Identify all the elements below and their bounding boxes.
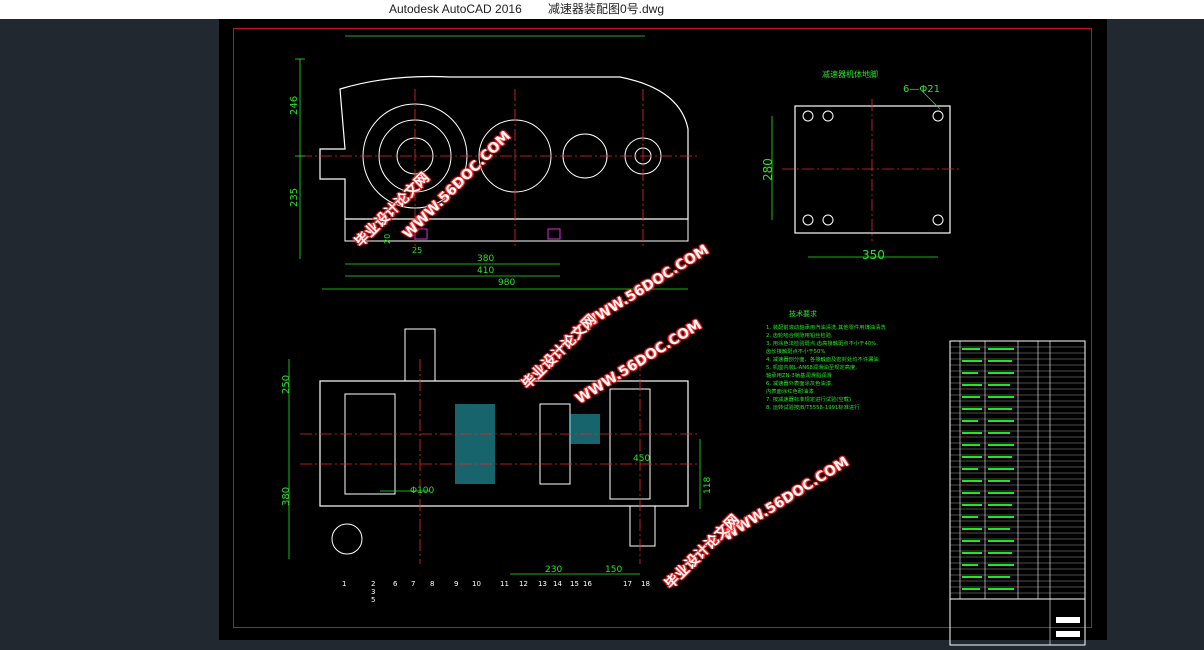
phi-100: Φ100 <box>410 486 435 496</box>
holes-note: 6—Φ21 <box>903 84 940 95</box>
title-bar: Autodesk AutoCAD 2016 减速器装配图0号.dwg <box>0 0 1204 19</box>
callout-17: 17 <box>623 580 632 588</box>
plan-view: 250 380 230 150 450 118 Φ100 1 2 3 5 6 7… <box>281 328 713 604</box>
callout-18: 18 <box>641 580 650 588</box>
cad-drawing: 246 235 20 25 380 410 980 减速器机体地脚 <box>281 35 1086 646</box>
file-name: 减速器装配图0号.dwg <box>548 2 665 16</box>
callout-9: 9 <box>454 580 458 588</box>
dim-350: 350 <box>862 248 885 262</box>
callout-15: 15 <box>570 580 579 588</box>
dim-980: 980 <box>498 278 515 288</box>
tech-note: 4. 减速器剖分面、各接触面及密封处均不许漏油 <box>766 355 879 363</box>
dim-410: 410 <box>477 266 494 276</box>
parts-list <box>949 340 1086 646</box>
tech-note: 7. 按减速器标准规定进行试验(空载) <box>766 395 851 403</box>
base-view: 减速器机体地脚 6—Φ21 280 350 <box>761 69 960 262</box>
tech-note: 齿长接触斑点不小于50% <box>766 347 825 355</box>
callout-7: 7 <box>411 580 415 588</box>
drawing-canvas[interactable]: 246 235 20 25 380 410 980 减速器机体地脚 <box>0 19 1204 650</box>
dim-230: 230 <box>545 565 562 575</box>
tech-note: 轴承用ZN-3钠基润滑脂润滑 <box>766 371 833 379</box>
tech-note: 2. 齿轮啮合侧隙用铅丝检验, <box>766 331 833 339</box>
tech-note: 6. 减速器外表面涂灰色油漆, <box>766 379 833 387</box>
dim-450: 450 <box>633 454 650 464</box>
drawing-frame <box>233 28 1092 628</box>
base-view-title: 减速器机体地脚 <box>822 69 878 79</box>
callout-8: 8 <box>430 580 434 588</box>
tech-note: 5. 机座内装L-AN68润滑油至规定高度, <box>766 363 857 371</box>
callout-3: 3 <box>371 588 375 596</box>
tech-note: 内表面涂红色耐油漆 <box>766 387 814 395</box>
dim-380: 380 <box>477 254 494 264</box>
app-title: Autodesk AutoCAD 2016 <box>389 2 522 16</box>
callout-14: 14 <box>553 580 562 588</box>
dim-150: 150 <box>605 565 622 575</box>
tech-note: 3. 用涂色法检验斑点,齿高接触斑点不小于40%, <box>766 339 878 347</box>
drawing-sheet <box>219 19 1107 640</box>
callout-1: 1 <box>342 580 346 588</box>
callout-12: 12 <box>519 580 528 588</box>
tech-notes-title: 技术要求 <box>789 309 817 318</box>
dim-25: 25 <box>412 246 422 255</box>
callout-10: 10 <box>472 580 481 588</box>
dim-246: 246 <box>289 96 300 115</box>
tech-notes: 技术要求 1. 装配前滚动轴承用汽油清洗,其他零件用煤油清洗 2. 齿轮啮合侧隙… <box>766 309 886 411</box>
tech-note: 1. 装配前滚动轴承用汽油清洗,其他零件用煤油清洗 <box>766 323 886 331</box>
callout-2: 2 <box>371 580 375 588</box>
dim-20: 20 <box>383 234 392 244</box>
dim-118: 118 <box>703 477 713 494</box>
callout-6: 6 <box>393 580 398 588</box>
dim-235: 235 <box>289 188 300 207</box>
tech-note: 8. 运转试验按JB/T5558-1991标准进行 <box>766 403 860 411</box>
callout-16: 16 <box>583 580 592 588</box>
dim-250: 250 <box>281 375 292 394</box>
dim-380-plan: 380 <box>281 487 292 506</box>
dim-280: 280 <box>761 158 775 181</box>
callout-11: 11 <box>500 580 509 588</box>
front-view: 246 235 20 25 380 410 980 <box>289 35 700 290</box>
callout-13: 13 <box>538 580 547 588</box>
callout-5: 5 <box>371 596 375 604</box>
